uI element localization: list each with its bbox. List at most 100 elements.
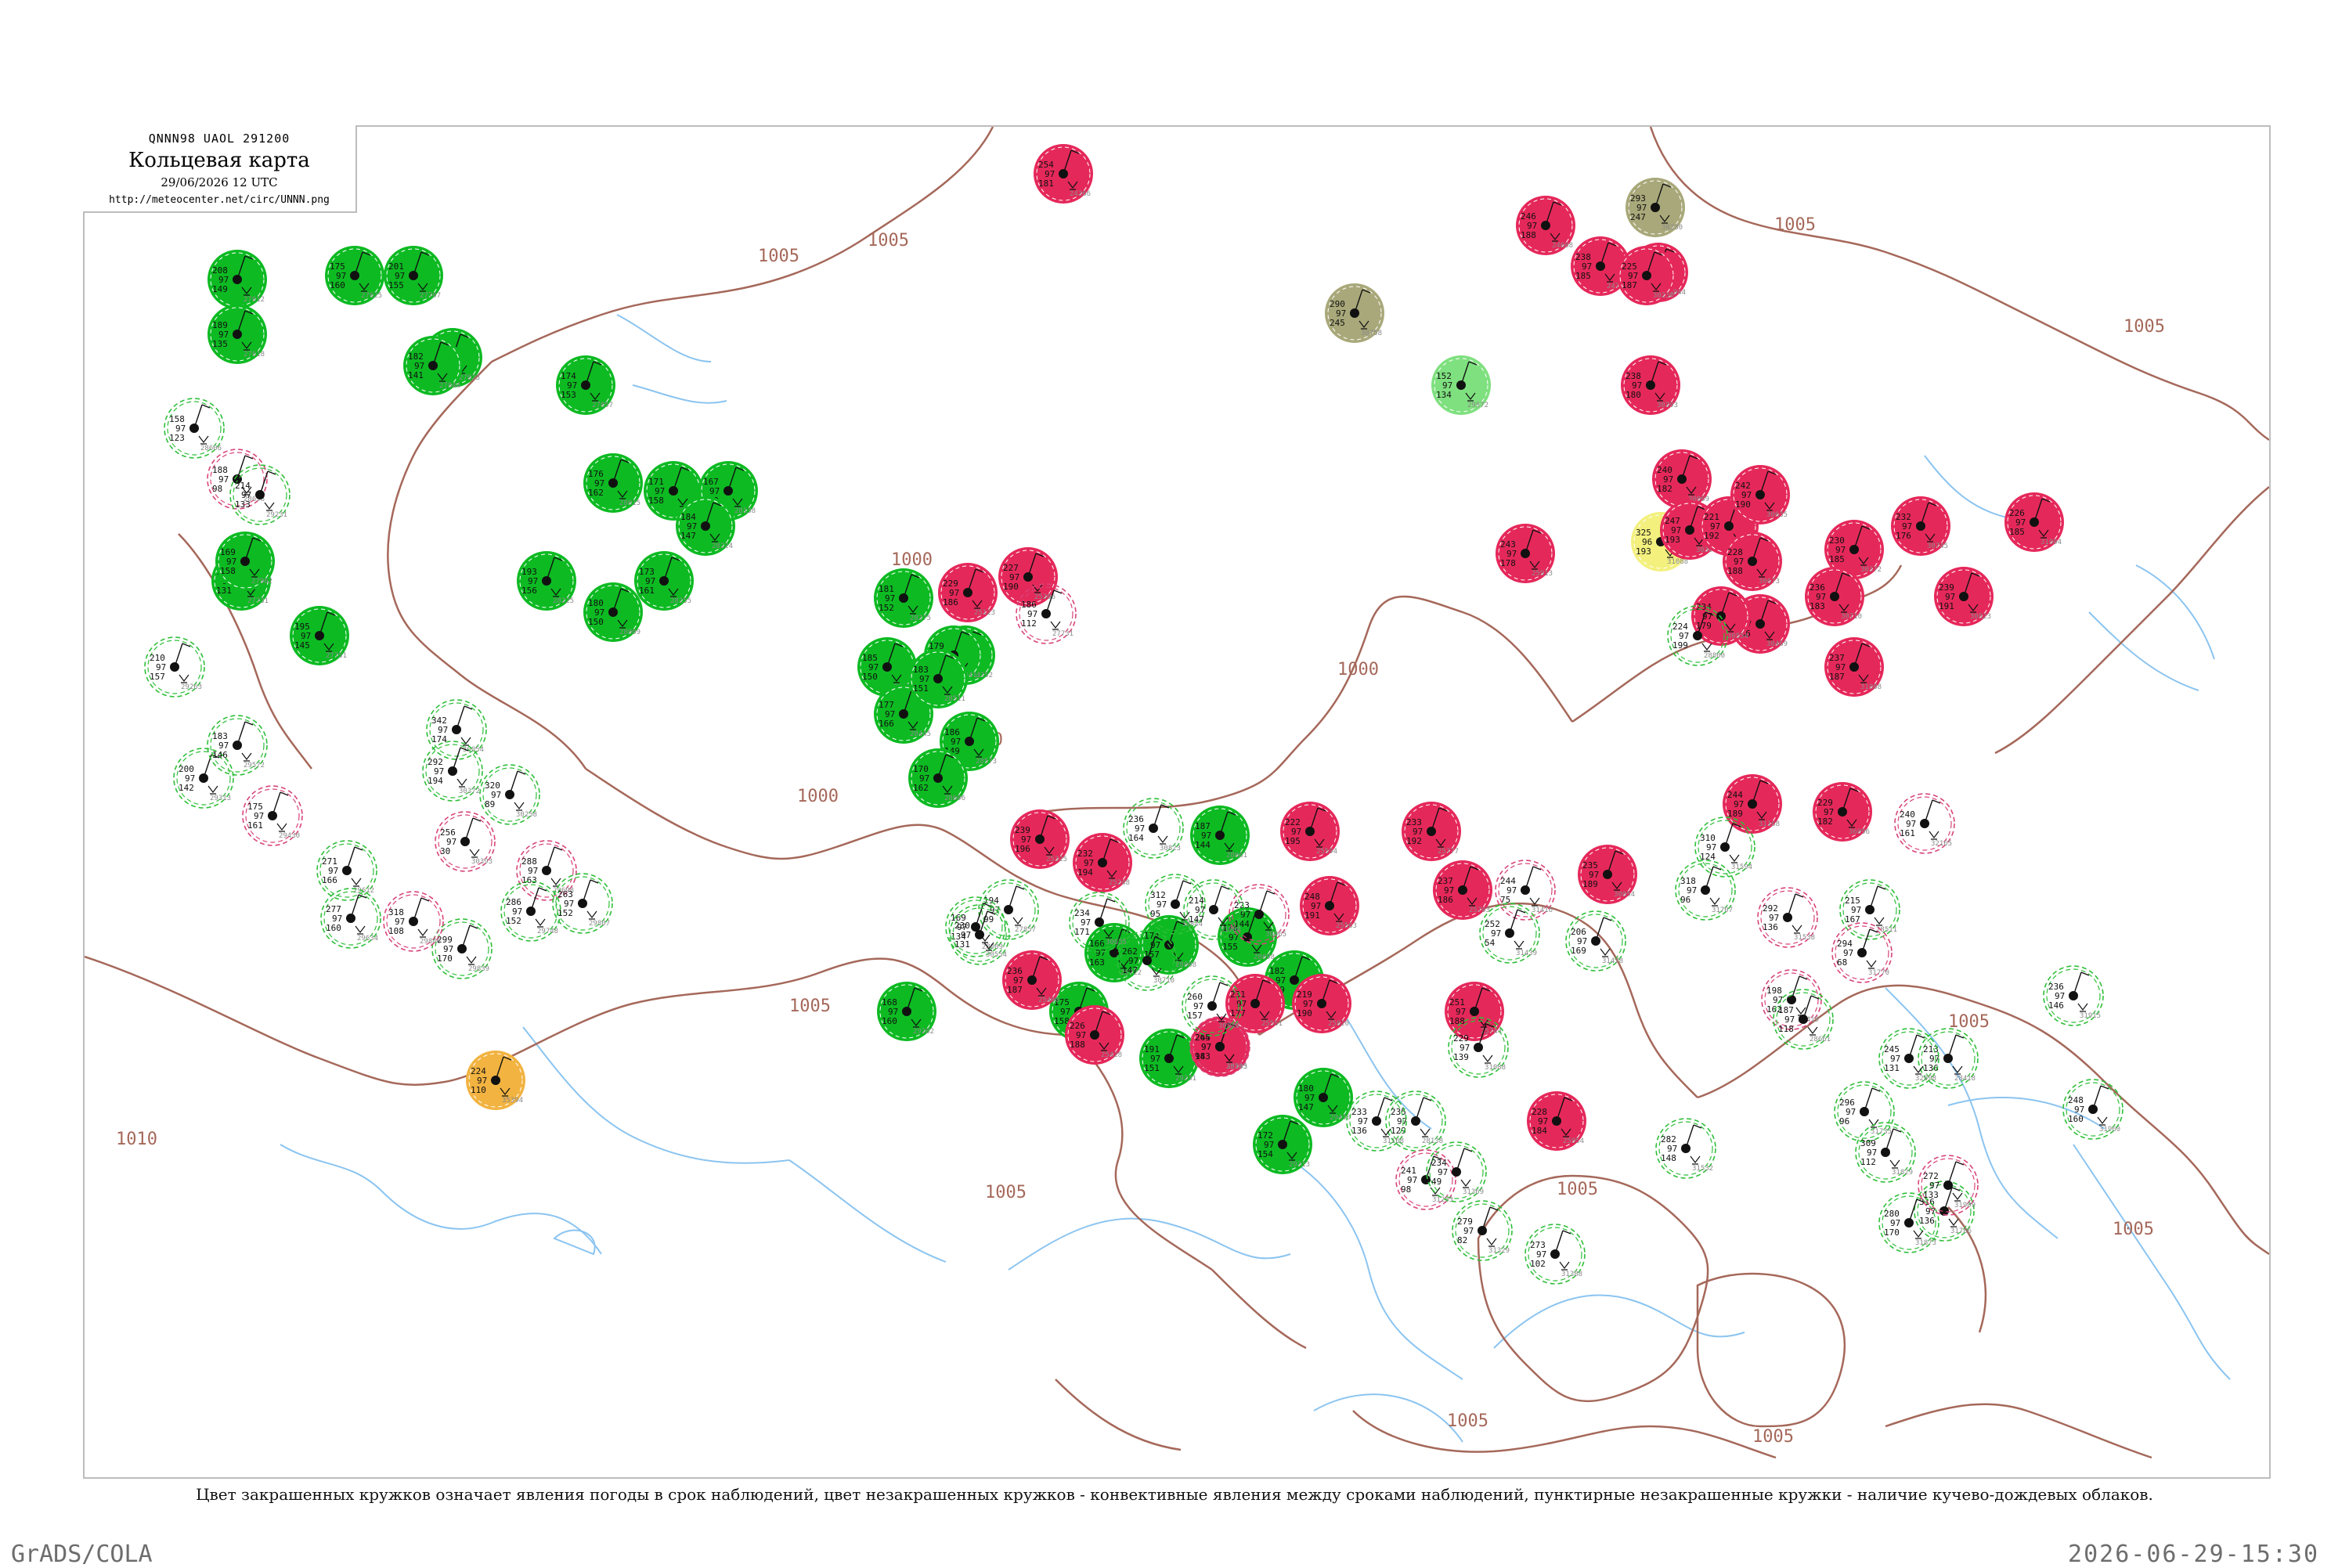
weather-map-svg[interactable]: 1005100510051005100010001000100010051010…	[85, 127, 2269, 1477]
source-url[interactable]: http://meteocenter.net/circ/UNNN.png	[109, 194, 330, 206]
map-area[interactable]: 1005100510051005100010001000100010051010…	[83, 125, 2271, 1479]
stations-layer[interactable]: 2089714927612189971352761817597160276252…	[144, 144, 2123, 1285]
